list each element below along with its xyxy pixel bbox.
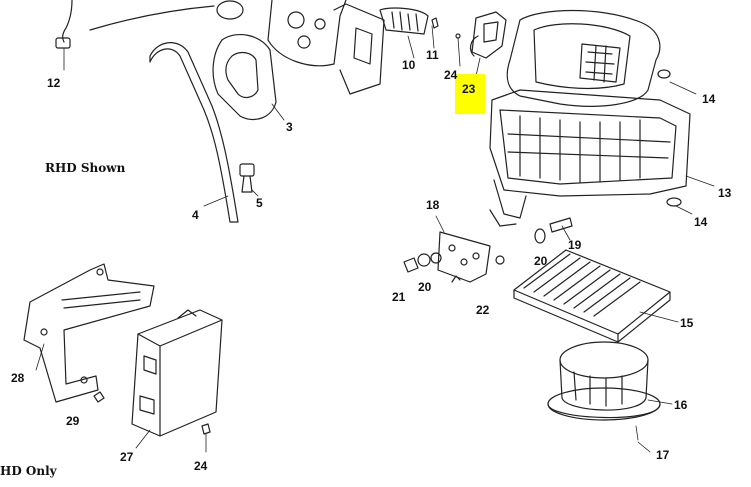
callout-29: 29	[66, 414, 80, 428]
callout-22: 22	[476, 303, 490, 317]
part-16-blower-motor	[547, 341, 673, 453]
part-13-blower-case	[489, 9, 715, 227]
callout-18: 18	[426, 198, 440, 212]
part-3-seal	[212, 33, 285, 121]
callout-12: 12	[47, 76, 61, 90]
callout-21: 21	[392, 290, 406, 304]
callout-28: 28	[11, 371, 25, 385]
callout-24-top: 24	[444, 68, 458, 82]
callout-10: 10	[402, 58, 416, 72]
callout-20-left: 20	[418, 280, 432, 294]
callout-14-lower: 14	[694, 215, 708, 229]
callout-27: 27	[120, 450, 134, 464]
callout-19: 19	[568, 238, 582, 252]
part-12-sensor	[55, 0, 244, 71]
callout-24-bottom: 24	[194, 459, 208, 473]
callout-20-right: 20	[534, 254, 548, 268]
callout-17: 17	[656, 448, 670, 462]
part-15-filter	[513, 249, 679, 343]
callout-16: 16	[674, 398, 688, 412]
note-rhd-shown: RHD Shown	[45, 161, 126, 175]
note-rhd-only: HD Only	[0, 464, 57, 478]
callout-23: 23	[462, 82, 476, 96]
part-27-control-module	[131, 309, 223, 453]
part-4-hose	[149, 42, 239, 223]
callout-15: 15	[680, 316, 694, 330]
highlight-part-23	[455, 74, 485, 114]
part-23-actuator	[455, 11, 507, 77]
callout-4: 4	[192, 208, 199, 222]
callout-11: 11	[426, 48, 439, 62]
part-18-bracket	[403, 215, 573, 283]
callout-14-top: 14	[702, 92, 716, 106]
callout-13: 13	[718, 186, 732, 200]
part-5-clip	[239, 163, 259, 197]
callout-5: 5	[256, 196, 263, 210]
part-10-housing	[267, 0, 439, 95]
part-28-mount-bracket	[23, 263, 155, 403]
callout-3: 3	[286, 120, 293, 134]
